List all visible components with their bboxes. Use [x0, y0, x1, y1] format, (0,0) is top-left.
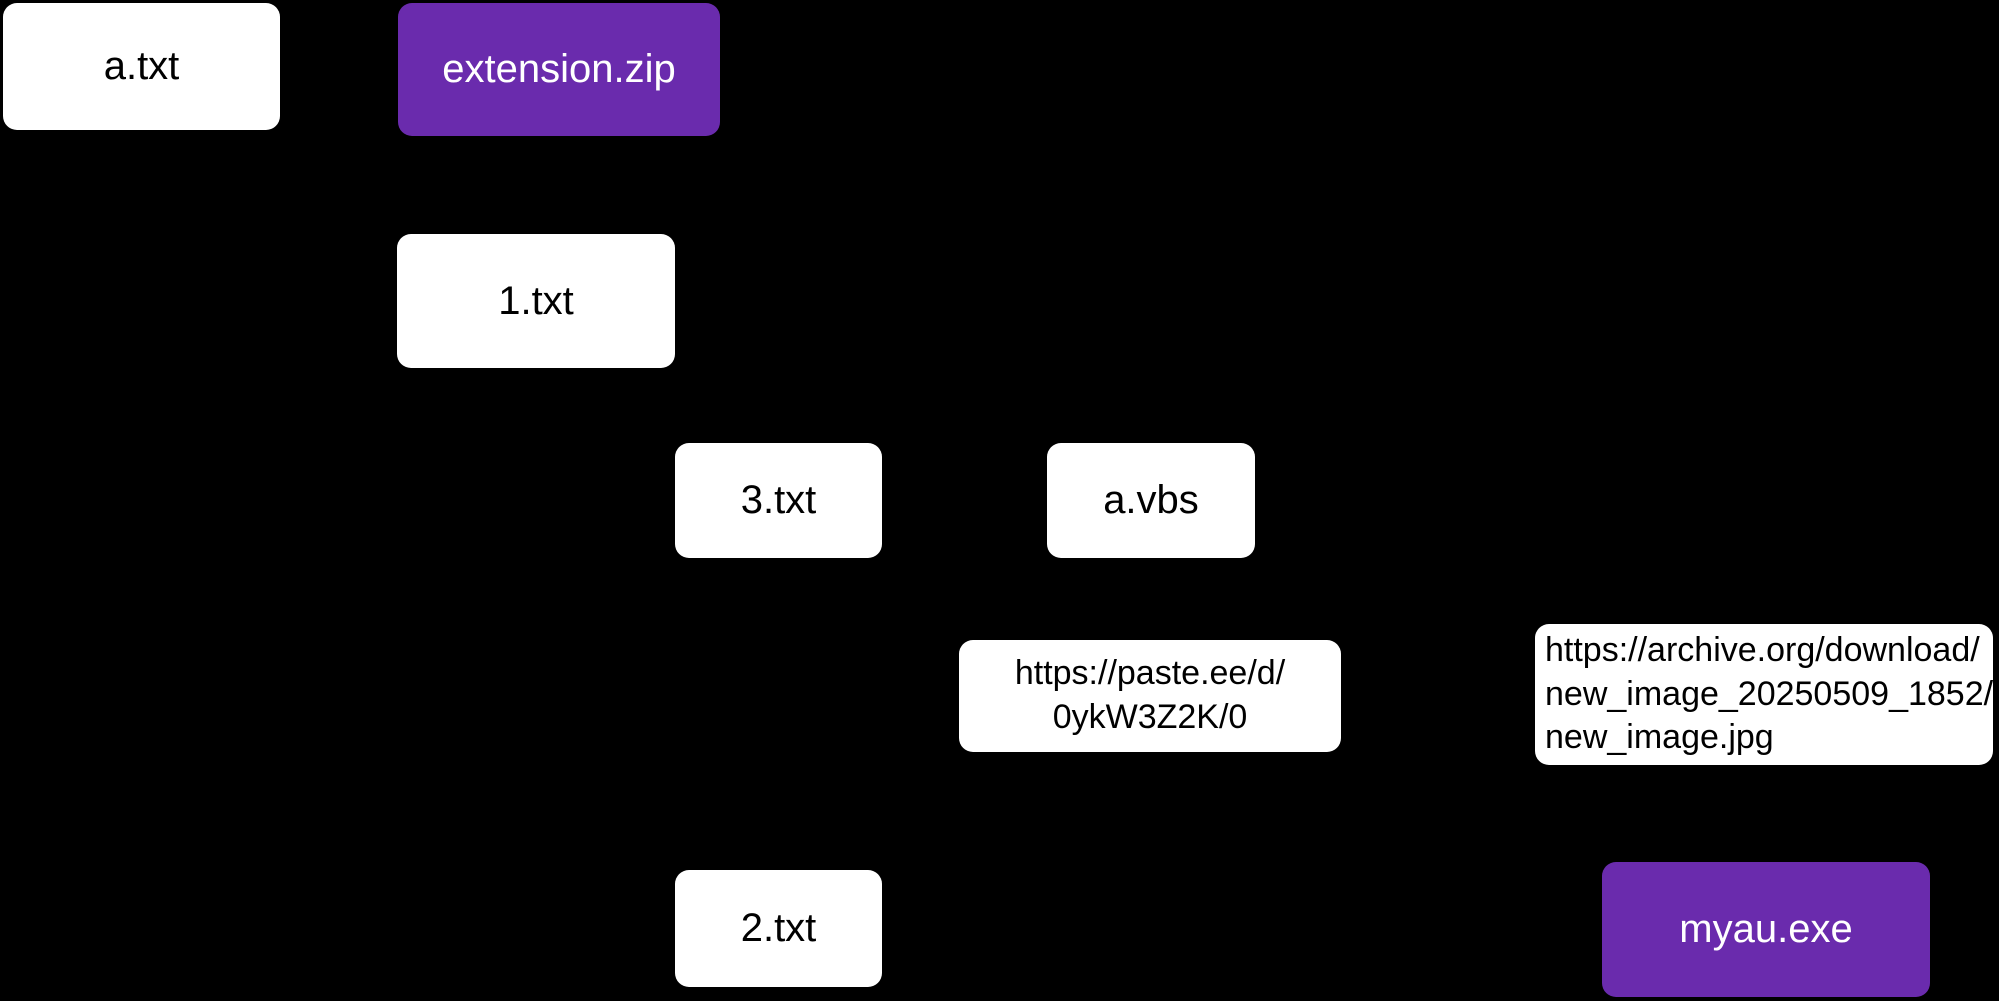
node-myau-exe[interactable]: myau.exe	[1602, 862, 1930, 997]
node-1-txt[interactable]: 1.txt	[397, 234, 675, 368]
node-paste-ee-url[interactable]: https://paste.ee/d/ 0ykW3Z2K/0	[959, 640, 1341, 752]
node-extension-zip-label: extension.zip	[442, 47, 676, 92]
node-a-txt[interactable]: a.txt	[3, 3, 280, 130]
node-paste-ee-url-label: https://paste.ee/d/ 0ykW3Z2K/0	[1014, 654, 1286, 736]
node-3-txt[interactable]: 3.txt	[675, 443, 882, 558]
node-3-txt-label: 3.txt	[740, 478, 817, 523]
node-a-vbs-label: a.vbs	[1103, 478, 1199, 523]
node-myau-exe-label: myau.exe	[1679, 907, 1853, 952]
node-extension-zip[interactable]: extension.zip	[398, 3, 720, 136]
node-a-vbs[interactable]: a.vbs	[1047, 443, 1255, 558]
node-2-txt-label: 2.txt	[740, 906, 817, 951]
node-archive-org-url-label: https://archive.org/download/ new_image_…	[1545, 631, 1993, 757]
node-archive-org-url[interactable]: https://archive.org/download/ new_image_…	[1535, 624, 1993, 765]
node-1-txt-label: 1.txt	[498, 278, 574, 323]
node-2-txt[interactable]: 2.txt	[675, 870, 882, 987]
node-a-txt-label: a.txt	[103, 44, 180, 89]
